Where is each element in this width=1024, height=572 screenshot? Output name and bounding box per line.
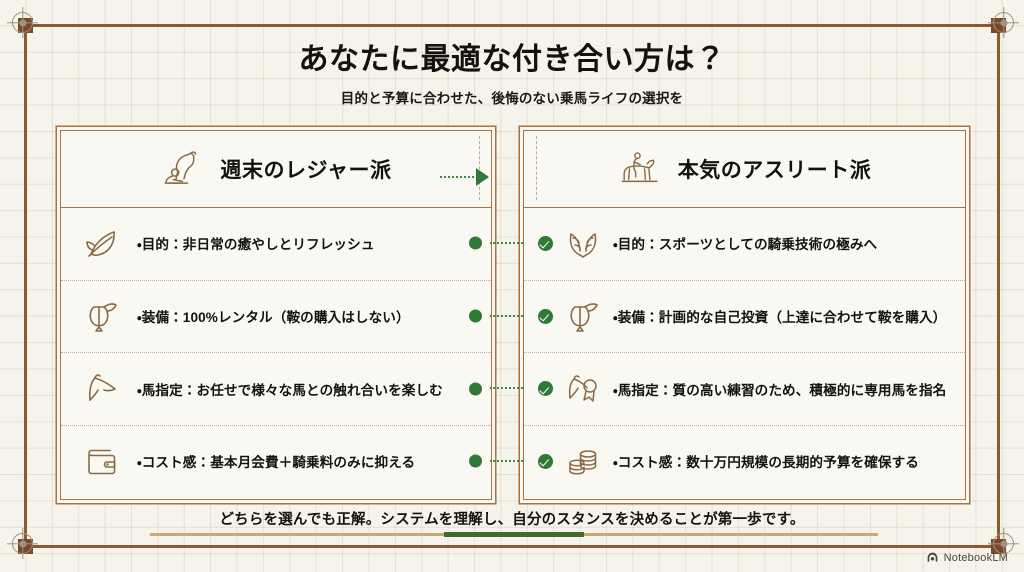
registration-mark-bottom-left (12, 533, 33, 554)
header: あなたに最適な付き合い方は？ 目的と予算に合わせた、後悔のない乗馬ライフの選択を (0, 42, 1024, 107)
comparison-table: 週末のレジャー派 ・目的：非日常の癒やしとリフレッシュ ・ (60, 130, 966, 500)
row-connector (490, 460, 523, 462)
column-leisure-title: 週末のレジャー派 (220, 159, 392, 182)
row-text: ・馬指定：お任せで様々な馬との触れ合いを楽しむ (137, 382, 443, 398)
horse-rider-icon (621, 152, 658, 183)
horse-with-person-icon (164, 151, 196, 184)
watermark-label: NotebookLM (943, 551, 1008, 564)
row-text: ・目的：非日常の癒やしとリフレッシュ (137, 237, 375, 253)
registration-mark-top-left (12, 12, 33, 33)
page-title: あなたに最適な付き合い方は？ (298, 43, 726, 76)
column-athlete-header: 本気のアスリート派 (524, 131, 965, 208)
table-row: ・目的：非日常の癒やしとリフレッシュ (61, 207, 491, 280)
registration-mark-bottom-right (993, 533, 1014, 554)
table-row: ・馬指定：質の高い練習のため、積極的に専用馬を指名 (524, 352, 965, 425)
connector-dot (469, 382, 482, 396)
watermark: NotebookLM (926, 551, 1008, 564)
table-row: ・目的：スポーツとしての騎乗技術の極みへ (524, 207, 965, 280)
column-leisure-header: 週末のレジャー派 (61, 131, 491, 208)
row-text: ・コスト感：数十万円規模の長期的予算を確保する (613, 455, 919, 471)
horse-head-icon (88, 373, 116, 401)
arrow-right-icon (476, 168, 489, 186)
coins-icon (569, 450, 597, 475)
registration-mark-top-right (993, 12, 1014, 33)
frame-right-line (997, 24, 1000, 548)
row-text: ・装備：計画的な自己投資（上達に合わせて鞍を購入） (613, 310, 947, 326)
wallet-icon (88, 449, 116, 475)
row-text: ・装備：100%レンタル（鞍の購入はしない） (137, 310, 410, 326)
column-athlete-rows: ・目的：スポーツとしての騎乗技術の極みへ ・装備：計画的な自己投資（上達に合わせ… (524, 207, 965, 499)
row-connector (490, 315, 523, 317)
connector-dot (469, 309, 482, 323)
row-text: ・馬指定：質の高い練習のため、積極的に専用馬を指名 (613, 382, 947, 398)
check-icon (538, 453, 553, 469)
column-leisure: 週末のレジャー派 ・目的：非日常の癒やしとリフレッシュ ・ (60, 130, 492, 500)
column-athlete-title: 本気のアスリート派 (677, 159, 872, 182)
saddle-icon (89, 303, 117, 333)
row-connector (490, 387, 523, 389)
footer-text: どちらを選んでも正解。システムを理解し、自分のスタンスを決めることが第一歩です。 (219, 512, 805, 528)
horse-rosette-icon (568, 374, 597, 402)
notebooklm-logo-icon (927, 552, 937, 562)
page-subtitle: 目的と予算に合わせた、後悔のない乗馬ライフの選択を (340, 91, 684, 106)
frame-top-line (24, 24, 1000, 27)
row-text: ・コスト感：基本月会費＋騎乗料のみに抑える (137, 455, 416, 471)
column-athlete: 本気のアスリート派 ・目的：スポーツとしての騎乗技術の極みへ (523, 130, 966, 500)
frame-bottom-line (24, 545, 1000, 548)
panel-inner-guide-right (536, 136, 537, 200)
footer-rule-accent (444, 532, 584, 537)
connector-dot (469, 236, 482, 250)
footer: どちらを選んでも正解。システムを理解し、自分のスタンスを決めることが第一歩です。 (0, 508, 1024, 535)
table-row: ・馬指定：お任せで様々な馬との触れ合いを楽しむ (61, 352, 491, 425)
frame-left-line (24, 24, 27, 548)
laurel-wreath-icon (569, 233, 597, 258)
header-connector-line (440, 176, 474, 178)
connector-dot (469, 454, 482, 468)
row-connector (490, 242, 523, 244)
column-leisure-rows: ・目的：非日常の癒やしとリフレッシュ ・装備：100%レンタル（鞍の購入はしない… (61, 207, 491, 499)
table-row: ・装備：100%レンタル（鞍の購入はしない） (61, 279, 491, 353)
check-icon (538, 308, 553, 324)
table-row: ・コスト感：数十万円規模の長期的予算を確保する (524, 424, 965, 498)
table-row: ・装備：計画的な自己投資（上達に合わせて鞍を購入） (524, 279, 965, 353)
table-row: ・コスト感：基本月会費＋騎乗料のみに抑える (61, 424, 491, 498)
check-icon (538, 381, 553, 397)
leaf-icon (86, 231, 115, 258)
saddle-icon (570, 303, 598, 333)
check-icon (538, 235, 553, 251)
row-text: ・目的：スポーツとしての騎乗技術の極みへ (613, 237, 878, 253)
